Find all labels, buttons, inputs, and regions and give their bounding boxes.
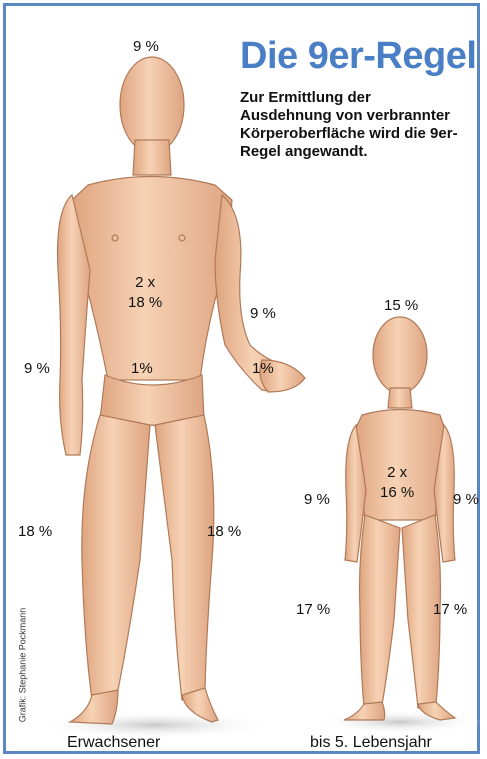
child-head-percent: 15 % <box>384 297 418 314</box>
adult-trunk-line1: 2 x <box>128 273 162 293</box>
adult-hand-percent: 1% <box>252 360 274 377</box>
child-trunk-line1: 2 x <box>380 463 414 483</box>
adult-right-leg-percent: 18 % <box>207 523 241 540</box>
child-right-arm-percent: 9 % <box>453 491 479 508</box>
adult-head-percent: 9 % <box>133 38 159 55</box>
adult-right-arm-percent: 9 % <box>250 305 276 322</box>
adult-trunk-line2: 18 % <box>128 293 162 313</box>
child-caption: bis 5. Lebensjahr <box>310 734 432 752</box>
page-subtitle: Zur Ermittlung der Ausdehnung von verbra… <box>240 89 460 161</box>
image-credit: Grafik: Stephanie Pockmann <box>17 608 27 723</box>
child-trunk-line2: 16 % <box>380 483 414 503</box>
child-trunk-percent: 2 x 16 % <box>380 463 414 503</box>
adult-genital-percent: 1% <box>131 360 153 377</box>
child-left-leg-percent: 17 % <box>296 601 330 618</box>
child-figure <box>315 317 485 734</box>
adult-trunk-percent: 2 x 18 % <box>128 273 162 313</box>
child-right-leg-percent: 17 % <box>433 601 467 618</box>
adult-left-arm-percent: 9 % <box>24 360 50 377</box>
page-title: Die 9er-Regel <box>240 35 476 78</box>
adult-left-leg-percent: 18 % <box>18 523 52 540</box>
child-left-arm-percent: 9 % <box>304 491 330 508</box>
adult-caption: Erwachsener <box>67 734 160 752</box>
